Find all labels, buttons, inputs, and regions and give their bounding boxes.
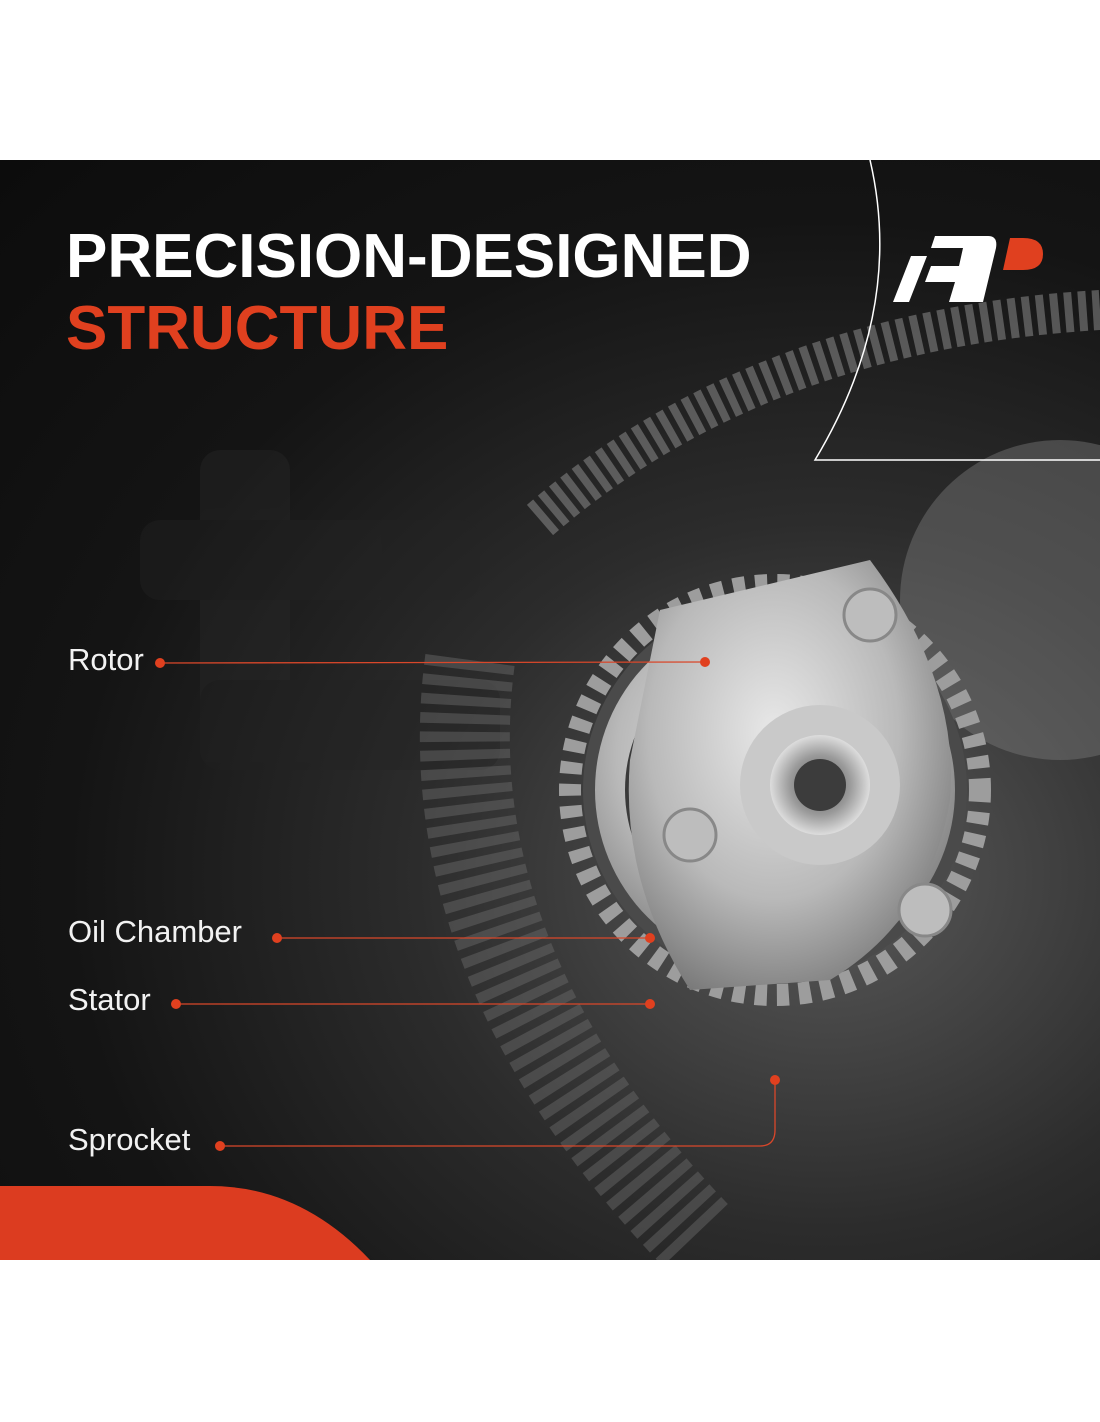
callout-label-stator: Stator [68,982,151,1017]
brand-logo [893,236,1043,302]
callout-lines [159,661,776,1147]
rotor [628,560,953,990]
accent-corner-shape [0,1186,370,1260]
callout-dots [155,657,780,1151]
heading-line-1: PRECISION-DESIGNED [66,222,752,291]
cam-phaser-illustration [0,160,1100,1260]
callout-label-oil-chamber: Oil Chamber [68,914,242,949]
heading-line-2: STRUCTURE [66,294,449,363]
product-infographic: PRECISION-DESIGNED STRUCTURE Rotor Oil C… [0,160,1100,1260]
callout-label-sprocket: Sprocket [68,1122,191,1157]
camshaft-background [140,450,500,770]
callout-label-rotor: Rotor [68,642,144,677]
